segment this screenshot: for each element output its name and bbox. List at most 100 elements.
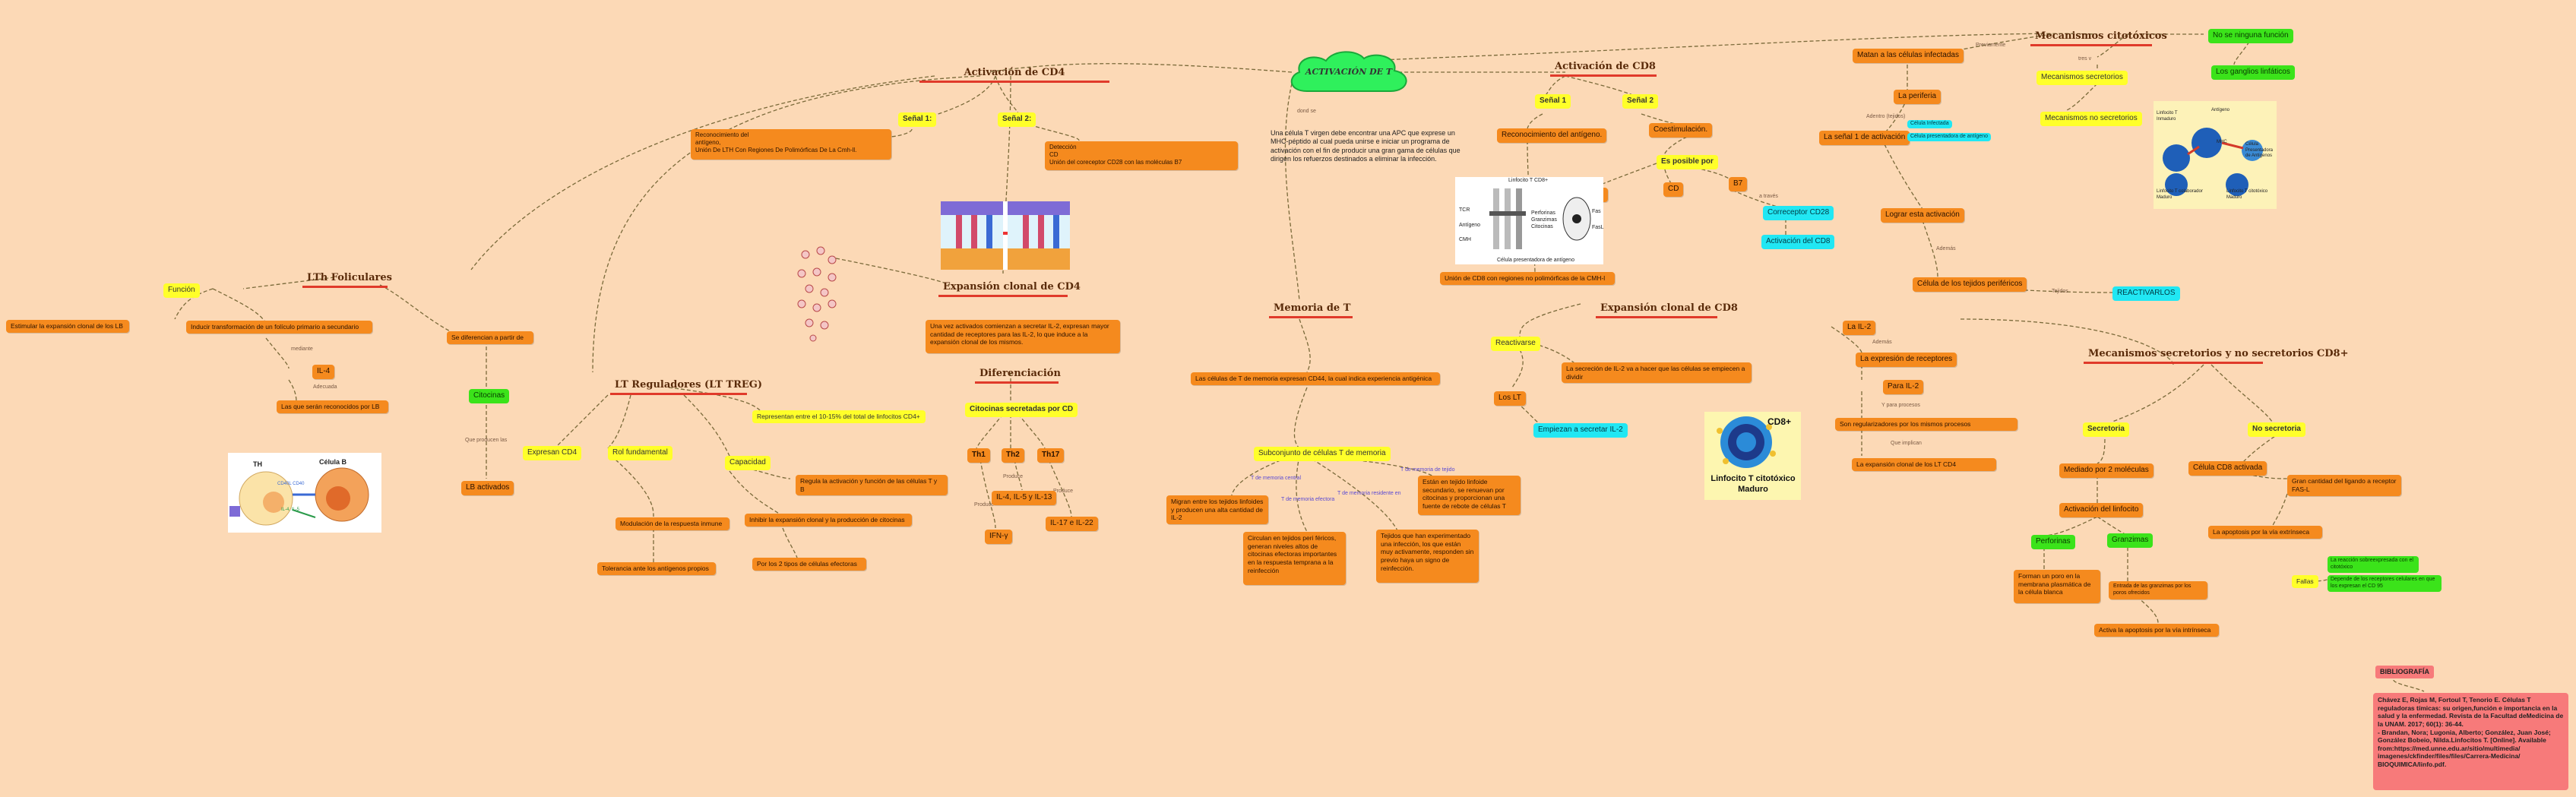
lth-funcion[interactable]: Función <box>163 283 200 298</box>
lth-inducir[interactable]: Inducir transformación de un folículo pr… <box>186 321 372 334</box>
cd8-b7[interactable]: B7 <box>1729 177 1748 191</box>
exp8-react[interactable]: Reactivarse <box>1491 337 1540 351</box>
exp8-expan[interactable]: La expansión clonal de los LT CD4 <box>1852 458 1996 471</box>
link-logra-cel <box>1922 220 1938 278</box>
cd8-union[interactable]: Unión de CD8 con regiones no polimórfica… <box>1440 272 1615 285</box>
secr-activa[interactable]: Activa la apoptosis por la vía intrínsec… <box>2094 624 2219 637</box>
treg-dos[interactable]: Por los 2 tipos de células efectoras <box>752 558 866 571</box>
title-sec[interactable]: Mecanismos secretorios y no secretorios … <box>2084 348 2348 365</box>
lth-lb[interactable]: LB activados <box>461 481 514 495</box>
mec-lcell1[interactable]: Célula Infectada <box>1907 120 1952 128</box>
cd8-lymphocyte-image <box>1455 177 1603 264</box>
biblio-label[interactable]: BIBLIOGRAFÍA <box>2375 666 2434 679</box>
lth-link-producen: Que producen las <box>465 438 508 443</box>
secr-nosec[interactable]: No secretoria <box>2248 422 2305 437</box>
exp8-para[interactable]: Para IL-2 <box>1883 380 1924 394</box>
lth-citocinas[interactable]: Citocinas <box>469 389 510 403</box>
mem-circulan[interactable]: Circulan en tejidos peri féricos, genera… <box>1243 532 1346 585</box>
mec-mnosec[interactable]: Mecanismos no secretorios <box>2040 112 2142 126</box>
secr-activ[interactable]: Activación del linfocito <box>2059 503 2144 517</box>
secr-celcd8[interactable]: Célula CD8 activada <box>2188 461 2267 476</box>
secr-apop[interactable]: La apoptosis por la vía extrínseca <box>2208 526 2322 539</box>
treg-toler[interactable]: Tolerancia ante los antígenos propios <box>597 562 716 575</box>
cd4-signal-2-text[interactable]: Detección CD Unión del coreceptor CD28 c… <box>1045 141 1238 170</box>
exp8-lail2[interactable]: La IL-2 <box>1843 321 1876 335</box>
lth-a-partir[interactable]: Se diferencian a partir de <box>447 331 533 344</box>
exp8-lt[interactable]: Los LT <box>1494 391 1526 406</box>
secr-g2[interactable]: Depende de los receptores celulares en q… <box>2328 575 2442 592</box>
dif-il4[interactable]: IL-4, IL-5 y IL-13 <box>992 491 1057 505</box>
mec-periferia[interactable]: La periferia <box>1894 90 1941 104</box>
lth-il4[interactable]: IL-4 <box>312 365 335 379</box>
cd8-signal-2[interactable]: Señal 2 <box>1622 94 1659 109</box>
mem-text[interactable]: Las células de T de memoria expresan CD4… <box>1191 372 1440 385</box>
secr-granz[interactable]: Granzimas <box>2107 533 2154 548</box>
secr-perforina[interactable]: Perforinas <box>2031 535 2075 549</box>
secr-forman[interactable]: Forman un poro en la membrana plasmática… <box>2014 570 2100 603</box>
treg-rol[interactable]: Rol fundamental <box>608 446 672 460</box>
mem-tejidos[interactable]: Tejidos que han experimentado una infecc… <box>1376 530 1479 583</box>
secr-granz-t[interactable]: Entrada de las granzimas por los poros o… <box>2109 581 2207 599</box>
title-mec[interactable]: Mecanismos citotóxicos <box>2030 30 2167 47</box>
treg-inhib[interactable]: Inhibir la expansión clonal y la producc… <box>745 514 912 527</box>
cd8-cd[interactable]: CD <box>1663 182 1684 197</box>
cd8-reco[interactable]: Reconocimiento del antígeno. <box>1497 128 1607 143</box>
title-cd8[interactable]: Activación de CD8 <box>1550 61 1657 77</box>
dif-th1[interactable]: Th1 <box>967 448 990 463</box>
cd8-activacion[interactable]: Activación del CD8 <box>1761 235 1835 249</box>
dif-th17[interactable]: Th17 <box>1037 448 1065 463</box>
secr-mediado[interactable]: Mediado por 2 moléculas <box>2059 463 2154 478</box>
title-cd4[interactable]: Activación de CD4 <box>919 67 1109 84</box>
link-secr-med <box>2097 432 2106 464</box>
mec-ganglios[interactable]: Los ganglios linfáticos <box>2211 65 2295 80</box>
mem-migrar[interactable]: Migran entre los tejidos linfoides y pro… <box>1166 495 1268 524</box>
cd8-coest[interactable]: Coestimulación. <box>1649 123 1713 138</box>
secr-gran[interactable]: Gran cantidad del ligando a receptor FAS… <box>2287 475 2401 496</box>
title-memoria[interactable]: Memoria de T <box>1269 302 1353 319</box>
cd8-es[interactable]: Es posible por <box>1657 155 1718 169</box>
cd8-signal-1[interactable]: Señal 1 <box>1535 94 1571 109</box>
cd4-signal-2[interactable]: Señal 2: <box>998 112 1036 127</box>
dif-th2[interactable]: Th2 <box>1002 448 1024 463</box>
title-exp8[interactable]: Expansión clonal de CD8 <box>1596 302 1738 319</box>
secr-g1[interactable]: La reacción sobreexpresada con el citotó… <box>2328 556 2419 573</box>
dif-il17[interactable]: IL-17 e IL-22 <box>1046 517 1098 531</box>
exp8-expr[interactable]: La expresión de receptores <box>1856 353 1957 367</box>
mec-matar[interactable]: Matan a las células infectadas <box>1853 49 1964 63</box>
lth-ig[interactable]: Las que serán reconocidos por LB <box>277 400 388 413</box>
treg-modul[interactable]: Modulación de la respuesta inmune <box>616 517 729 530</box>
title-exp4[interactable]: Expansión clonal de CD4 <box>938 281 1081 298</box>
dif-link-2: Produce <box>1003 474 1024 479</box>
center-cloud[interactable] <box>1284 49 1413 99</box>
exp8-son[interactable]: Son regularizadores por los mismos proce… <box>1835 418 2017 431</box>
dif-cito[interactable]: Citocinas secretadas por CD <box>965 403 1078 417</box>
dif-ifn[interactable]: IFN-γ <box>985 530 1013 544</box>
cd4-signal-1[interactable]: Señal 1: <box>898 112 937 127</box>
mem-estan[interactable]: Están en tejido linfoide secundario, se … <box>1418 476 1521 515</box>
cd4-signal-1-text[interactable]: Reconocimiento del antígeno, Unión De LT… <box>691 129 891 160</box>
cd8-correceptor[interactable]: Correceptor CD28 <box>1763 206 1834 220</box>
mec-celtej[interactable]: Célula de los tejidos periféricos <box>1913 277 2027 292</box>
secr-secretoria[interactable]: Secretoria <box>2083 422 2129 437</box>
mec-lcell2[interactable]: Célula presentadora de antígeno <box>1907 133 1991 141</box>
mem-subconj[interactable]: Subconjunto de células T de memoria <box>1254 447 1391 461</box>
lth-estim[interactable]: Estimular la expansión clonal de los LB <box>6 320 129 333</box>
title-lth[interactable]: LTh Foliculares <box>302 272 392 289</box>
mec-senal1[interactable]: La señal 1 de activación <box>1819 131 1910 145</box>
treg-capac[interactable]: Capacidad <box>725 456 771 470</box>
mec-msec[interactable]: Mecanismos secretorios <box>2036 71 2128 85</box>
title-treg[interactable]: LT Reguladores (LT TREG) <box>610 379 762 396</box>
mec-ninguna[interactable]: No se ninguna función <box>2208 29 2293 43</box>
secr-falla[interactable]: Fallas <box>2292 575 2318 588</box>
mec-reac[interactable]: REACTIVARLOS <box>2112 286 2180 301</box>
mem-link-2: T de memoria efectora <box>1281 497 1335 502</box>
mec-logra[interactable]: Lograr esta activación <box>1881 208 1964 223</box>
exp4-text[interactable]: Una vez activados comienzan a secretar I… <box>926 320 1120 353</box>
exp8-il2[interactable]: La secreción de IL-2 va a hacer que las … <box>1562 362 1752 384</box>
title-dif[interactable]: Diferenciación <box>975 368 1061 384</box>
treg-regula[interactable]: Regula la activación y función de las cé… <box>796 475 948 496</box>
link-react-lt <box>1511 349 1524 388</box>
treg-rep[interactable]: Representan entre el 10-15% del total de… <box>752 410 926 423</box>
exp8-emp[interactable]: Empiezan a secretar IL-2 <box>1533 423 1628 438</box>
treg-expresan[interactable]: Expresan CD4 <box>523 446 582 460</box>
